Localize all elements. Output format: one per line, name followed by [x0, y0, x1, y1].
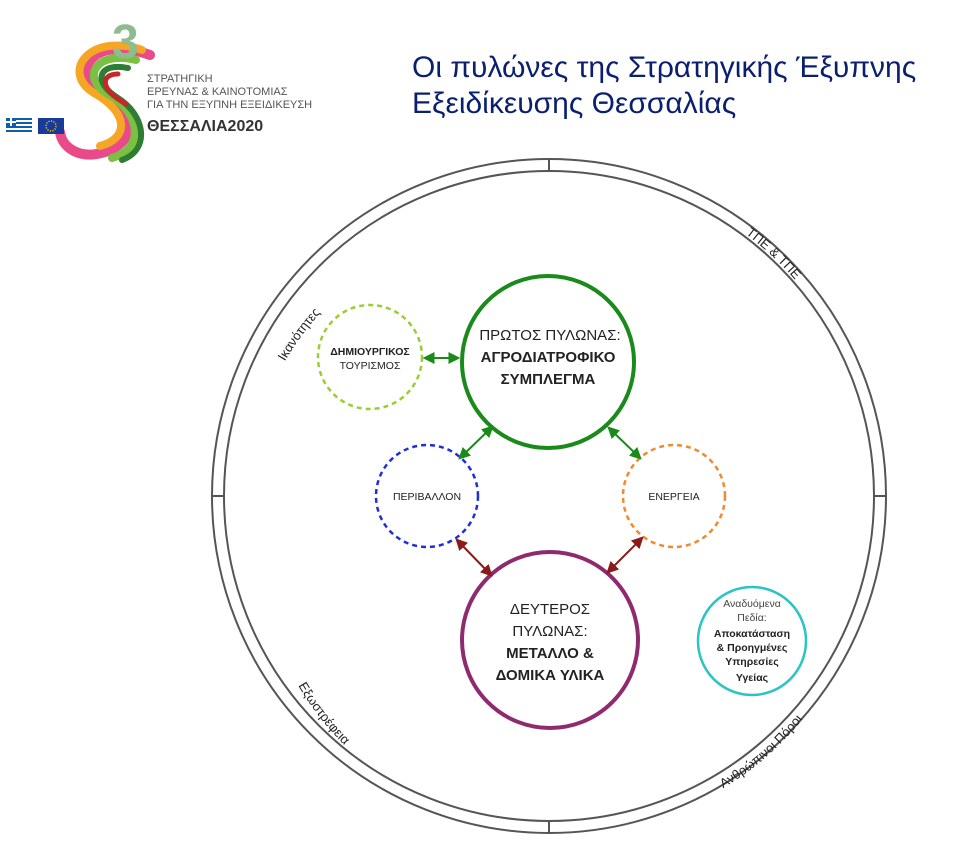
slide-title-line-2: Εξειδίκευσης Θεσσαλίας — [412, 87, 737, 120]
emerging-line-5: Υπηρεσίες — [725, 656, 779, 668]
tourism-line-1: ΔΗΜΙΟΥΡΓΙΚΟΣ — [330, 346, 409, 358]
greece-flag-icon — [6, 118, 32, 134]
outer-label-ict: ΤΠΕ & ΤΠΕ — [744, 224, 805, 282]
energy-label: ΕΝΕΡΓΕΙΑ — [648, 491, 699, 503]
first-pillar-line-2: ΑΓΡΟΔΙΑΤΡΟΦΙΚΟ — [481, 349, 616, 366]
first-pillar-line-3: ΣΥΜΠΛΕΓΜΑ — [501, 371, 596, 388]
arrow-energy-second-pillar — [606, 536, 644, 574]
tourism-line-2: ΤΟΥΡΙΣΜΟΣ — [340, 360, 401, 372]
arrow-first-pillar-energy — [607, 426, 642, 460]
second-pillar-line-4: ΔΟΜΙΚΑ ΥΛΙΚΑ — [496, 667, 605, 684]
first-pillar-node: ΠΡΩΤΟΣ ΠΥΛΩΝΑΣ: ΑΓΡΟΔΙΑΤΡΟΦΙΚΟ ΣΥΜΠΛΕΓΜΑ — [460, 274, 636, 450]
outer-label-human-resources: Ανθρώπινοι Πόροι — [717, 712, 805, 791]
environment-node: ΠΕΡΙΒΑΛΛΟΝ — [374, 443, 480, 549]
arrow-first-pillar-environment — [458, 425, 494, 460]
logo-line-1: ΣΤΡΑΤΗΓΙΚΗ — [147, 73, 213, 85]
emerging-fields-node: Αναδυόμενα Πεδία: Αποκατάσταση & Προηγμέ… — [696, 585, 808, 697]
second-pillar-node: ΔΕΥΤΕΡΟΣ ΠΥΛΩΝΑΣ: ΜΕΤΑΛΛΟ & ΔΟΜΙΚΑ ΥΛΙΚΑ — [460, 550, 640, 730]
pillars-diagram: Ικανότητες ΤΠΕ & ΤΠΕ Εξωστρέφεια Ανθρώπι… — [211, 158, 887, 834]
second-pillar-line-2: ΠΥΛΩΝΑΣ: — [512, 623, 587, 640]
emerging-line-3: Αποκατάσταση — [714, 628, 790, 640]
slide-title: Οι πυλώνες της Στρατηγικής Έξυπνης Εξειδ… — [412, 50, 960, 122]
outer-label-competences: Ικανότητες — [274, 305, 322, 363]
emerging-line-2: Πεδία: — [737, 612, 766, 624]
logo-line-3: ΓΙΑ ΤΗΝ ΕΞΥΠΝΗ ΕΞΕΙΔΙΚΕΥΣΗ — [147, 99, 312, 111]
logo-s-mark-icon — [55, 41, 155, 163]
logo-line-2: ΕΡΕΥΝΑΣ & ΚΑΙΝΟΤΟΜΙΑΣ — [147, 86, 288, 98]
emerging-line-6: Υγείας — [736, 672, 769, 684]
emerging-line-4: & Προηγμένες — [717, 642, 788, 654]
tourism-node: ΔΗΜΙΟΥΡΓΙΚΟΣ ΤΟΥΡΙΣΜΟΣ — [316, 303, 424, 411]
slide-title-line-1: Οι πυλώνες της Στρατηγικής Έξυπνης — [412, 51, 917, 84]
logo-number: 3 — [112, 16, 139, 69]
environment-label: ΠΕΡΙΒΑΛΛΟΝ — [393, 491, 461, 503]
emerging-line-1: Αναδυόμενα — [723, 598, 781, 610]
eu-flag-icon — [38, 118, 64, 134]
second-pillar-line-3: ΜΕΤΑΛΛΟ & — [506, 645, 594, 662]
strategy-logo: 3 ΣΤΡΑΤΗΓΙΚΗ ΕΡΕΥΝΑΣ & ΚΑΙΝΟΤΟΜΙΑΣ ΓΙΑ Τ… — [6, 16, 312, 163]
energy-node: ΕΝΕΡΓΕΙΑ — [621, 443, 727, 549]
arrow-environment-second-pillar — [455, 538, 493, 577]
outer-label-extroversion: Εξωστρέφεια — [296, 679, 354, 747]
first-pillar-line-1: ΠΡΩΤΟΣ ΠΥΛΩΝΑΣ: — [479, 327, 620, 344]
second-pillar-line-1: ΔΕΥΤΕΡΟΣ — [510, 601, 590, 618]
logo-brand: ΘΕΣΣΑΛΙΑ2020 — [147, 118, 263, 135]
